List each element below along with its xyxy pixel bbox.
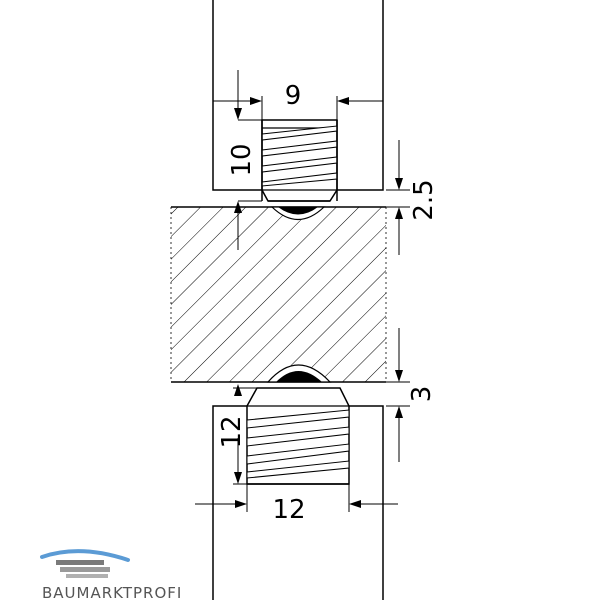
lower-pin (246, 387, 350, 485)
upper-pin (261, 119, 338, 202)
hatched-block (170, 206, 387, 383)
dim-top-width (213, 70, 383, 120)
brand-logo: BAUMARKTPROFI (40, 549, 182, 600)
label-top-height: 10 (227, 143, 257, 176)
dim-top-gap (386, 140, 410, 255)
label-top-width: 9 (285, 81, 302, 111)
dim-bottom-width (195, 484, 398, 512)
logo-roof-icon (40, 549, 130, 562)
logo-text: BAUMARKTPROFI (42, 584, 182, 600)
label-bottom-height: 12 (217, 415, 247, 448)
dim-top-height (234, 119, 262, 250)
dim-bottom-height (233, 384, 257, 485)
dim-bottom-gap (386, 328, 410, 462)
label-bottom-gap: 3 (407, 386, 437, 403)
label-bottom-width: 12 (272, 495, 305, 525)
label-top-gap: 2.5 (409, 179, 439, 220)
